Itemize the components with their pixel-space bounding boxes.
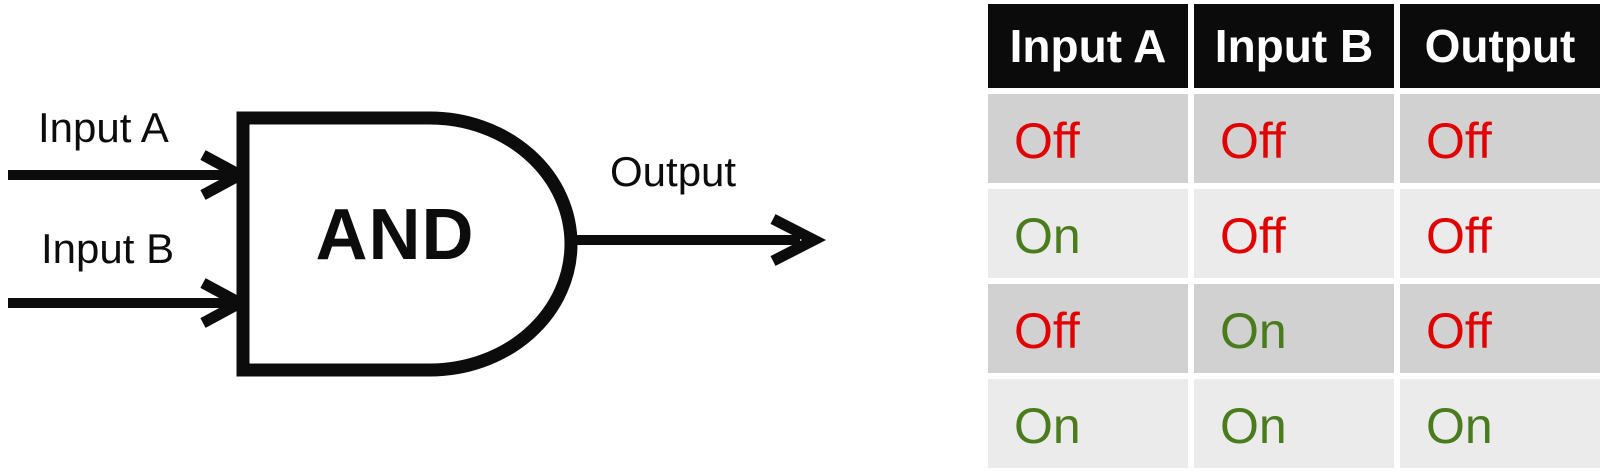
column-header-output: Output — [1400, 4, 1600, 88]
table-cell: On — [1194, 379, 1394, 468]
table-cell: Off — [1400, 284, 1600, 373]
output-arrow-icon — [572, 214, 827, 266]
input-a-arrow-icon — [8, 150, 252, 200]
table-row: On Off Off — [988, 189, 1600, 278]
table-row: On On On — [988, 379, 1600, 468]
output-label: Output — [610, 148, 737, 195]
table-cell: Off — [1400, 189, 1600, 278]
column-header-input-b: Input B — [1194, 4, 1394, 88]
and-gate-diagram: Input A Input B AND Output — [8, 104, 827, 377]
table-cell: Off — [1194, 94, 1394, 183]
gate-schematic-svg — [8, 111, 827, 377]
table-cell: On — [988, 189, 1188, 278]
truth-table: Input A Input B Output Off Off Off On Of… — [988, 4, 1600, 468]
table-cell: Off — [1194, 189, 1394, 278]
table-cell: On — [1194, 284, 1394, 373]
truth-table-header-row: Input A Input B Output — [988, 4, 1600, 88]
table-cell: On — [988, 379, 1188, 468]
gate-name-label: AND — [315, 195, 475, 275]
input-b-arrow-icon — [8, 278, 252, 328]
table-cell: Off — [1400, 94, 1600, 183]
table-row: Off On Off — [988, 284, 1600, 373]
and-gate-shape — [236, 111, 578, 377]
table-cell: On — [1400, 379, 1600, 468]
table-row: Off Off Off — [988, 94, 1600, 183]
table-cell: Off — [988, 94, 1188, 183]
column-header-input-a: Input A — [988, 4, 1188, 88]
table-cell: Off — [988, 284, 1188, 373]
input-b-label: Input B — [41, 225, 175, 272]
input-a-label: Input A — [38, 104, 169, 151]
